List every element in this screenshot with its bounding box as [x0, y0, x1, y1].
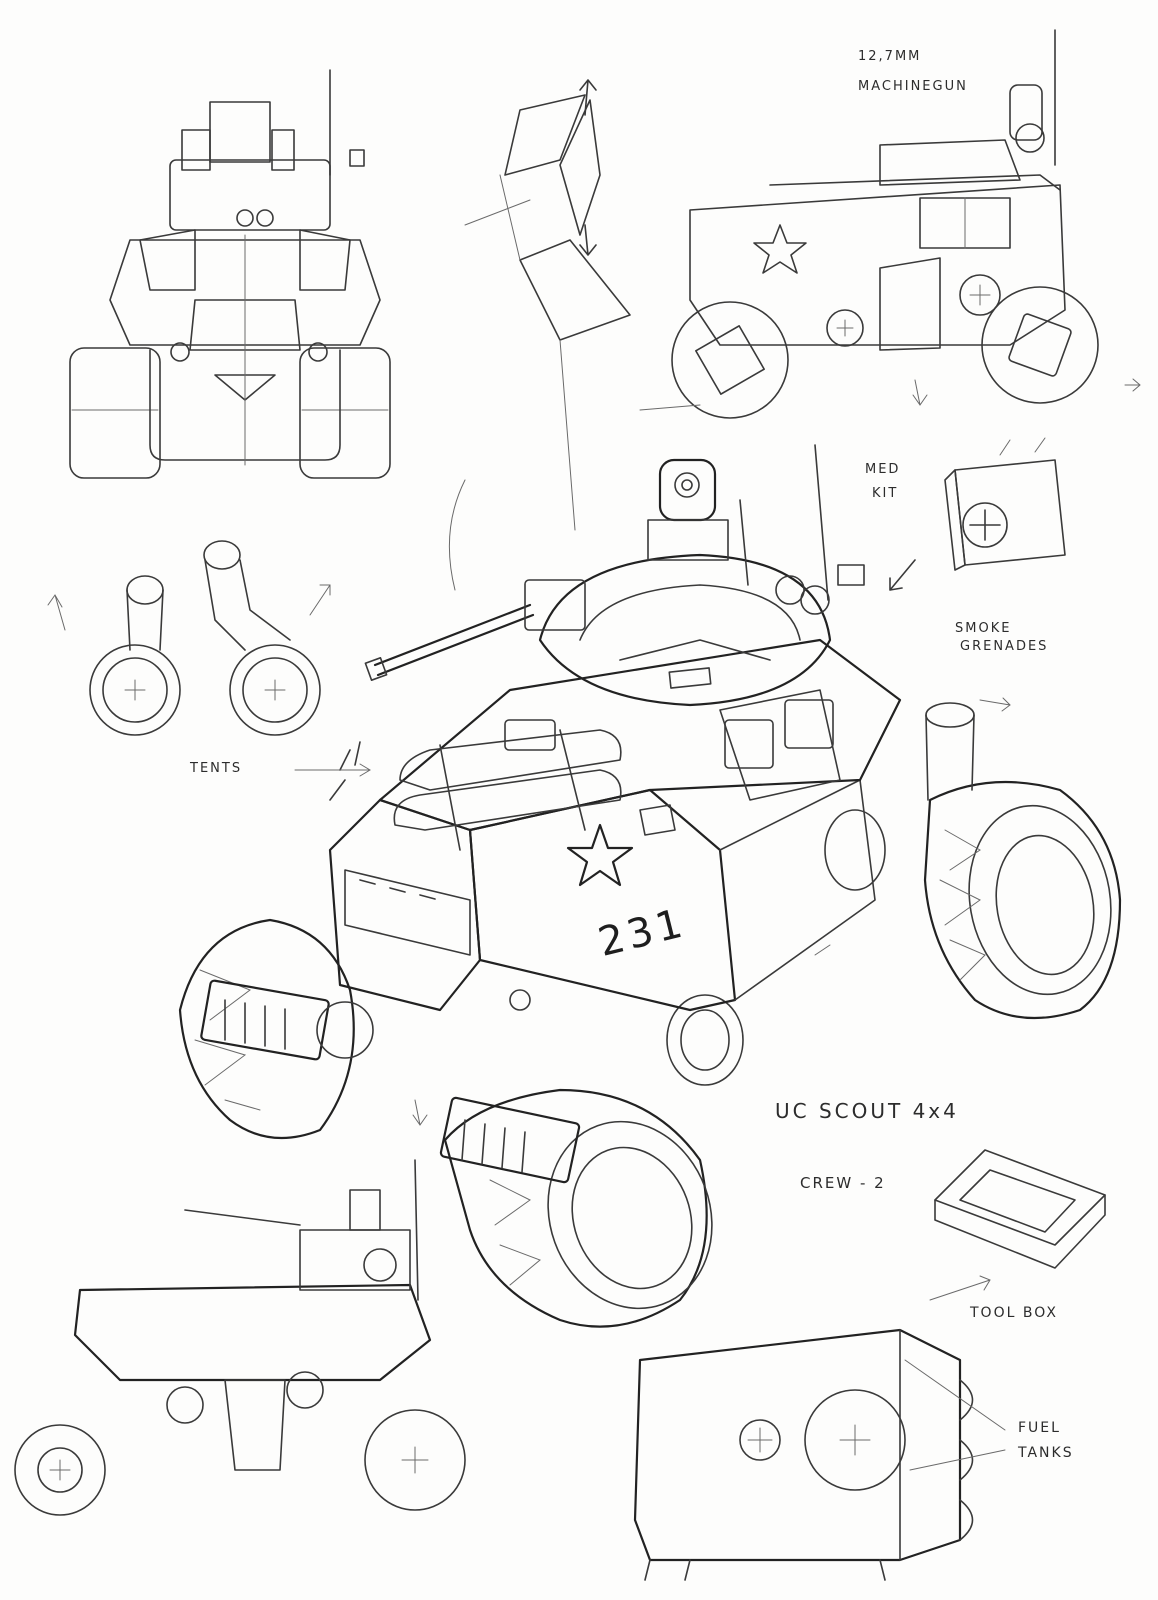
rotation-arrow — [448, 479, 466, 591]
hatch-mechanism-sketch — [464, 79, 631, 531]
side-view-sketch — [639, 29, 1141, 419]
front-view-sketch — [69, 69, 391, 479]
label-grenades: GRENADES — [960, 639, 1049, 654]
label-fuel: FUEL — [1018, 1420, 1061, 1436]
label-machinegun-caliber: 12,7MM — [858, 49, 922, 64]
label-crew: CREW - 2 — [800, 1174, 886, 1192]
hub-arrow — [814, 944, 831, 956]
label-med: MED — [865, 462, 901, 477]
label-tents: TENTS — [190, 761, 243, 776]
label-vehicle-name: UC SCOUT 4x4 — [775, 1099, 959, 1123]
smoke-arrow — [979, 697, 1011, 712]
tool-box-sketch — [929, 1149, 1106, 1301]
label-tool-box: TOOL BOX — [970, 1305, 1058, 1321]
label-tanks: TANKS — [1018, 1445, 1074, 1461]
rear-view-sketch — [633, 1328, 1006, 1581]
label-machinegun: MACHINEGUN — [858, 79, 968, 94]
tents-arrow — [294, 763, 371, 777]
label-kit: KIT — [872, 486, 899, 501]
label-smoke: SMOKE — [955, 621, 1012, 636]
med-kit-sketch — [889, 437, 1066, 591]
lower-side-view-sketch — [14, 1099, 466, 1516]
wheel-study-sketch — [47, 540, 331, 736]
main-vehicle-sketch — [178, 444, 1122, 1328]
